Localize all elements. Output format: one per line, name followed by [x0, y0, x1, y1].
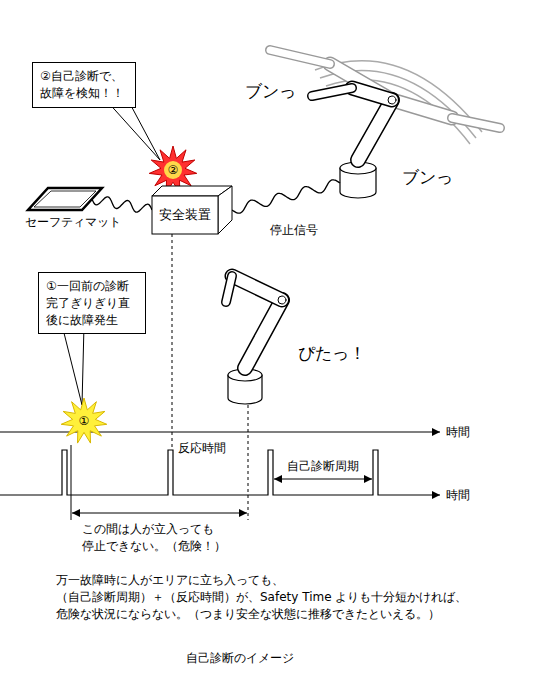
text-holder: ②: [150, 148, 196, 192]
diagnosis-pulses: [0, 450, 440, 495]
callout-bubble: ②自己診断で、故障を検知！！: [32, 62, 136, 108]
node-label: セーフティマット: [18, 214, 128, 231]
period-arrow: [274, 479, 372, 480]
axis-label: 時間: [446, 487, 470, 504]
signal-wire: [92, 197, 152, 212]
mat-inner: [34, 191, 96, 207]
sound-effect: ブンっ: [245, 80, 296, 104]
text-holder: 安全装置: [152, 196, 218, 234]
burst-shape: [61, 398, 107, 443]
swing-arc: [320, 71, 476, 139]
robot-tool-ghost: [270, 50, 330, 64]
robot-tool: [312, 88, 352, 96]
text-holder: ブンっ: [402, 166, 453, 190]
robot-tool: [226, 276, 232, 302]
sound-effect: ブンっ: [402, 166, 453, 190]
axis-label: 時間: [446, 424, 470, 441]
signal-label: 停止信号: [268, 222, 320, 239]
node-label: 安全装置: [159, 206, 211, 224]
danger-arrow: [72, 513, 247, 514]
time-label: 反応時間: [178, 440, 226, 457]
text-holder: ①: [62, 400, 106, 442]
guide-line: [71, 445, 72, 520]
connector-anchor: [28, 188, 92, 210]
stopped-robot: [226, 276, 286, 404]
callout-number: ②: [168, 162, 179, 179]
fault-burst: ①: [62, 400, 106, 442]
robot-tool-ghost: [452, 118, 500, 128]
robot-arm: [232, 276, 282, 300]
note-text: 危険な状況にならない。（つまり安全な状態に推移できたといえる。）: [56, 606, 440, 623]
connector-anchor: [340, 165, 376, 201]
note-text: （自己診断周期）＋（反応時間）が、Safety Time よりも十分短かければ、: [56, 589, 467, 606]
note-text: 万一故障時に人がエリアに立ち入っても、: [56, 572, 284, 589]
callout-tail: [62, 325, 84, 405]
robot-arm: [232, 276, 282, 300]
robot-arm: [358, 100, 392, 160]
robot-figure: ブンっブンっ: [240, 28, 515, 206]
text-holder: セーフティマット: [18, 214, 128, 231]
burst-glow: [164, 161, 182, 179]
robot-arm: [352, 88, 392, 100]
robot-tool-ghost: [270, 50, 330, 64]
callout-tail: [106, 100, 160, 160]
robot-tool: [312, 88, 352, 96]
text-holder: ①一回前の診断完了ぎりぎり直後に故障発生: [46, 278, 138, 328]
box-front: [152, 196, 218, 234]
sound-effect: ぴたっ！: [298, 342, 366, 366]
callout-number: ①: [79, 413, 90, 430]
text-holder: ②自己診断で、故障を検知！！: [40, 68, 128, 102]
robot-joint: [388, 96, 396, 104]
mat-outline: [28, 188, 102, 210]
box-side: [218, 186, 232, 234]
swinging-robot: [270, 50, 500, 198]
safety-device: 安全装置: [152, 186, 232, 234]
fault-burst: ②: [150, 148, 196, 192]
safety-mat: セーフティマット: [18, 184, 128, 234]
robot-tool-ghost: [452, 118, 500, 128]
time-axis: [0, 431, 440, 432]
robot-arm: [245, 300, 282, 368]
robot-arm: [358, 100, 392, 160]
robot-joint: [278, 296, 286, 304]
guide-line: [172, 234, 173, 450]
danger-note: この間は人が立入っても 停止できない。（危険！）: [82, 521, 247, 555]
guide-line: [248, 405, 249, 520]
caption: 自己診断のイメージ: [140, 650, 340, 667]
period-label: 自己診断周期: [287, 458, 359, 475]
signal-wire: [232, 180, 340, 213]
callout-text: ②自己診断で、故障を検知！！: [40, 68, 128, 102]
callout-bubble: ①一回前の診断完了ぎりぎり直後に故障発生: [38, 272, 146, 334]
robot-arm-ghost: [392, 100, 452, 118]
robot-arm: [245, 300, 282, 368]
robot-arm-ghost: [392, 100, 452, 118]
robot-tool: [226, 276, 232, 302]
swing-arcs: [315, 61, 482, 144]
callout-text: ①一回前の診断完了ぎりぎり直後に故障発生: [46, 278, 138, 328]
robot-arm: [352, 88, 392, 100]
text-holder: ブンっ: [245, 80, 296, 104]
